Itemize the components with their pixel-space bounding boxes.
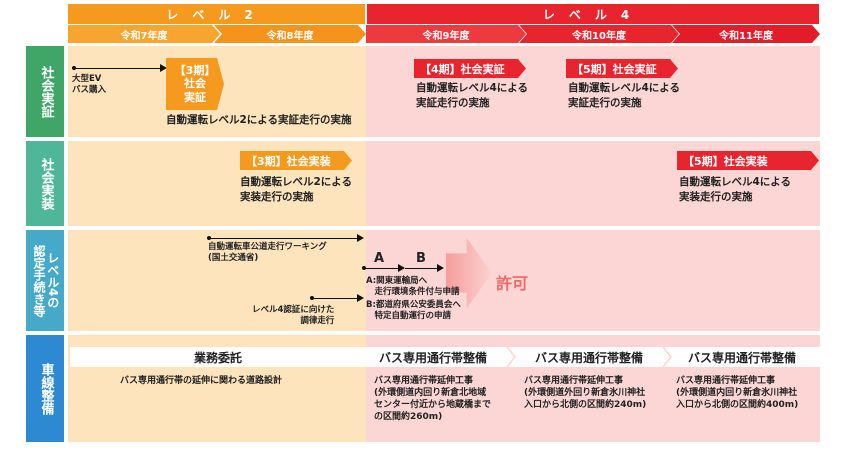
bg-level2-area [68, 46, 366, 442]
year-r9: 令和9年度 [366, 25, 526, 43]
adjust-run-text: レベル4認証に向けた 調律走行 [252, 305, 335, 327]
phase5-demo-badge: 【5期】社会実証 [566, 59, 678, 78]
bus-purchase-text: 大型EV バス購入 [72, 74, 107, 96]
bg-level4-area [366, 46, 820, 442]
phase3-impl-badge: 【3期】社会実装 [240, 151, 352, 170]
row-separator [26, 137, 820, 141]
step-b-label: B [416, 251, 426, 266]
phase5-demo-text: 自動運転レベル4による 実証走行の実施 [568, 82, 680, 110]
lane2-text: バス専用通行帯延伸工事 (外環側道外回り新倉氷川神社 入口から北側の区間約240… [524, 376, 647, 411]
step-b-description: B:都道府県公安委員会へ 特定自動運行の申請 [366, 300, 461, 322]
lane3-chevron: バス専用通行帯整備 [664, 347, 820, 367]
adjust-run-line [312, 298, 357, 299]
year-r7: 令和7年度 [68, 25, 220, 43]
year-row: 令和7年度 令和8年度 令和9年度 令和10年度 令和11年度 [0, 25, 850, 43]
level4-header: レベル4 [367, 4, 819, 24]
working-group-line [209, 238, 357, 239]
row-label-social-demo: 社会実証 [26, 46, 64, 137]
step-b-arrow-head [437, 264, 444, 272]
adjust-run-arrow-head [357, 294, 364, 302]
level2-label: レベル2 [166, 7, 267, 22]
row-separator [26, 226, 820, 230]
year-r11: 令和11年度 [672, 25, 820, 43]
contract-text: バス専用通行帯の延伸に関わる道路設計 [120, 376, 283, 386]
phase4-demo-text: 自動運転レベル4による 実証走行の実施 [416, 82, 528, 110]
phase4-demo-badge: 【4期】社会実証 [414, 59, 526, 78]
contract-chevron: 業務委託 [70, 347, 366, 367]
phase5-impl-badge: 【5期】社会実装 [677, 151, 819, 170]
row-label-certification: レベル4の 認定手続き等 [26, 230, 64, 331]
step-a-description: A:関東運輸局へ 走行環境条件付与申請 [366, 276, 460, 298]
step-b-line [405, 268, 437, 269]
level2-header: レベル2 [68, 4, 365, 24]
year-r10: 令和10年度 [519, 25, 679, 43]
step-a-line [364, 268, 398, 269]
phase3-impl-text: 自動運転レベル2による 実装走行の実施 [240, 176, 352, 204]
working-group-arrow-head [357, 234, 364, 242]
step-a-label: A [374, 251, 385, 266]
row-label-social-impl: 社会実装 [26, 141, 64, 226]
level4-label: レベル4 [542, 7, 644, 22]
permit-text: 許可 [496, 274, 529, 293]
row-label-road: 車線整備 [26, 335, 64, 442]
phase5-impl-text: 自動運転レベル4による 実装走行の実施 [679, 176, 791, 204]
lane1-chevron: バス専用通行帯整備 [352, 347, 514, 367]
year-r8: 令和8年度 [214, 25, 366, 43]
lane2-chevron: バス専用通行帯整備 [508, 347, 670, 367]
working-group-text: 自動運転車公道走行ワーキング (国土交通省) [208, 242, 327, 264]
lane3-text: バス専用通行帯延伸工事 (外環側道内回り新倉氷川神社 入口から北側の区間約400… [676, 376, 799, 411]
lane1-text: バス専用通行帯延伸工事 (外環側道内回り新倉北地域 センター付近から地蔵橋まで … [374, 376, 492, 423]
phase3-demo-text: 自動運転レベル2による実証走行の実施 [166, 114, 352, 126]
phase3-demo-badge: 【3期】 社会 実証 [166, 58, 224, 110]
step-a-arrow-head [398, 264, 405, 272]
row-separator [26, 331, 820, 335]
bus-purchase-arrow-head [160, 64, 167, 72]
bus-purchase-arrow-line [74, 68, 160, 69]
